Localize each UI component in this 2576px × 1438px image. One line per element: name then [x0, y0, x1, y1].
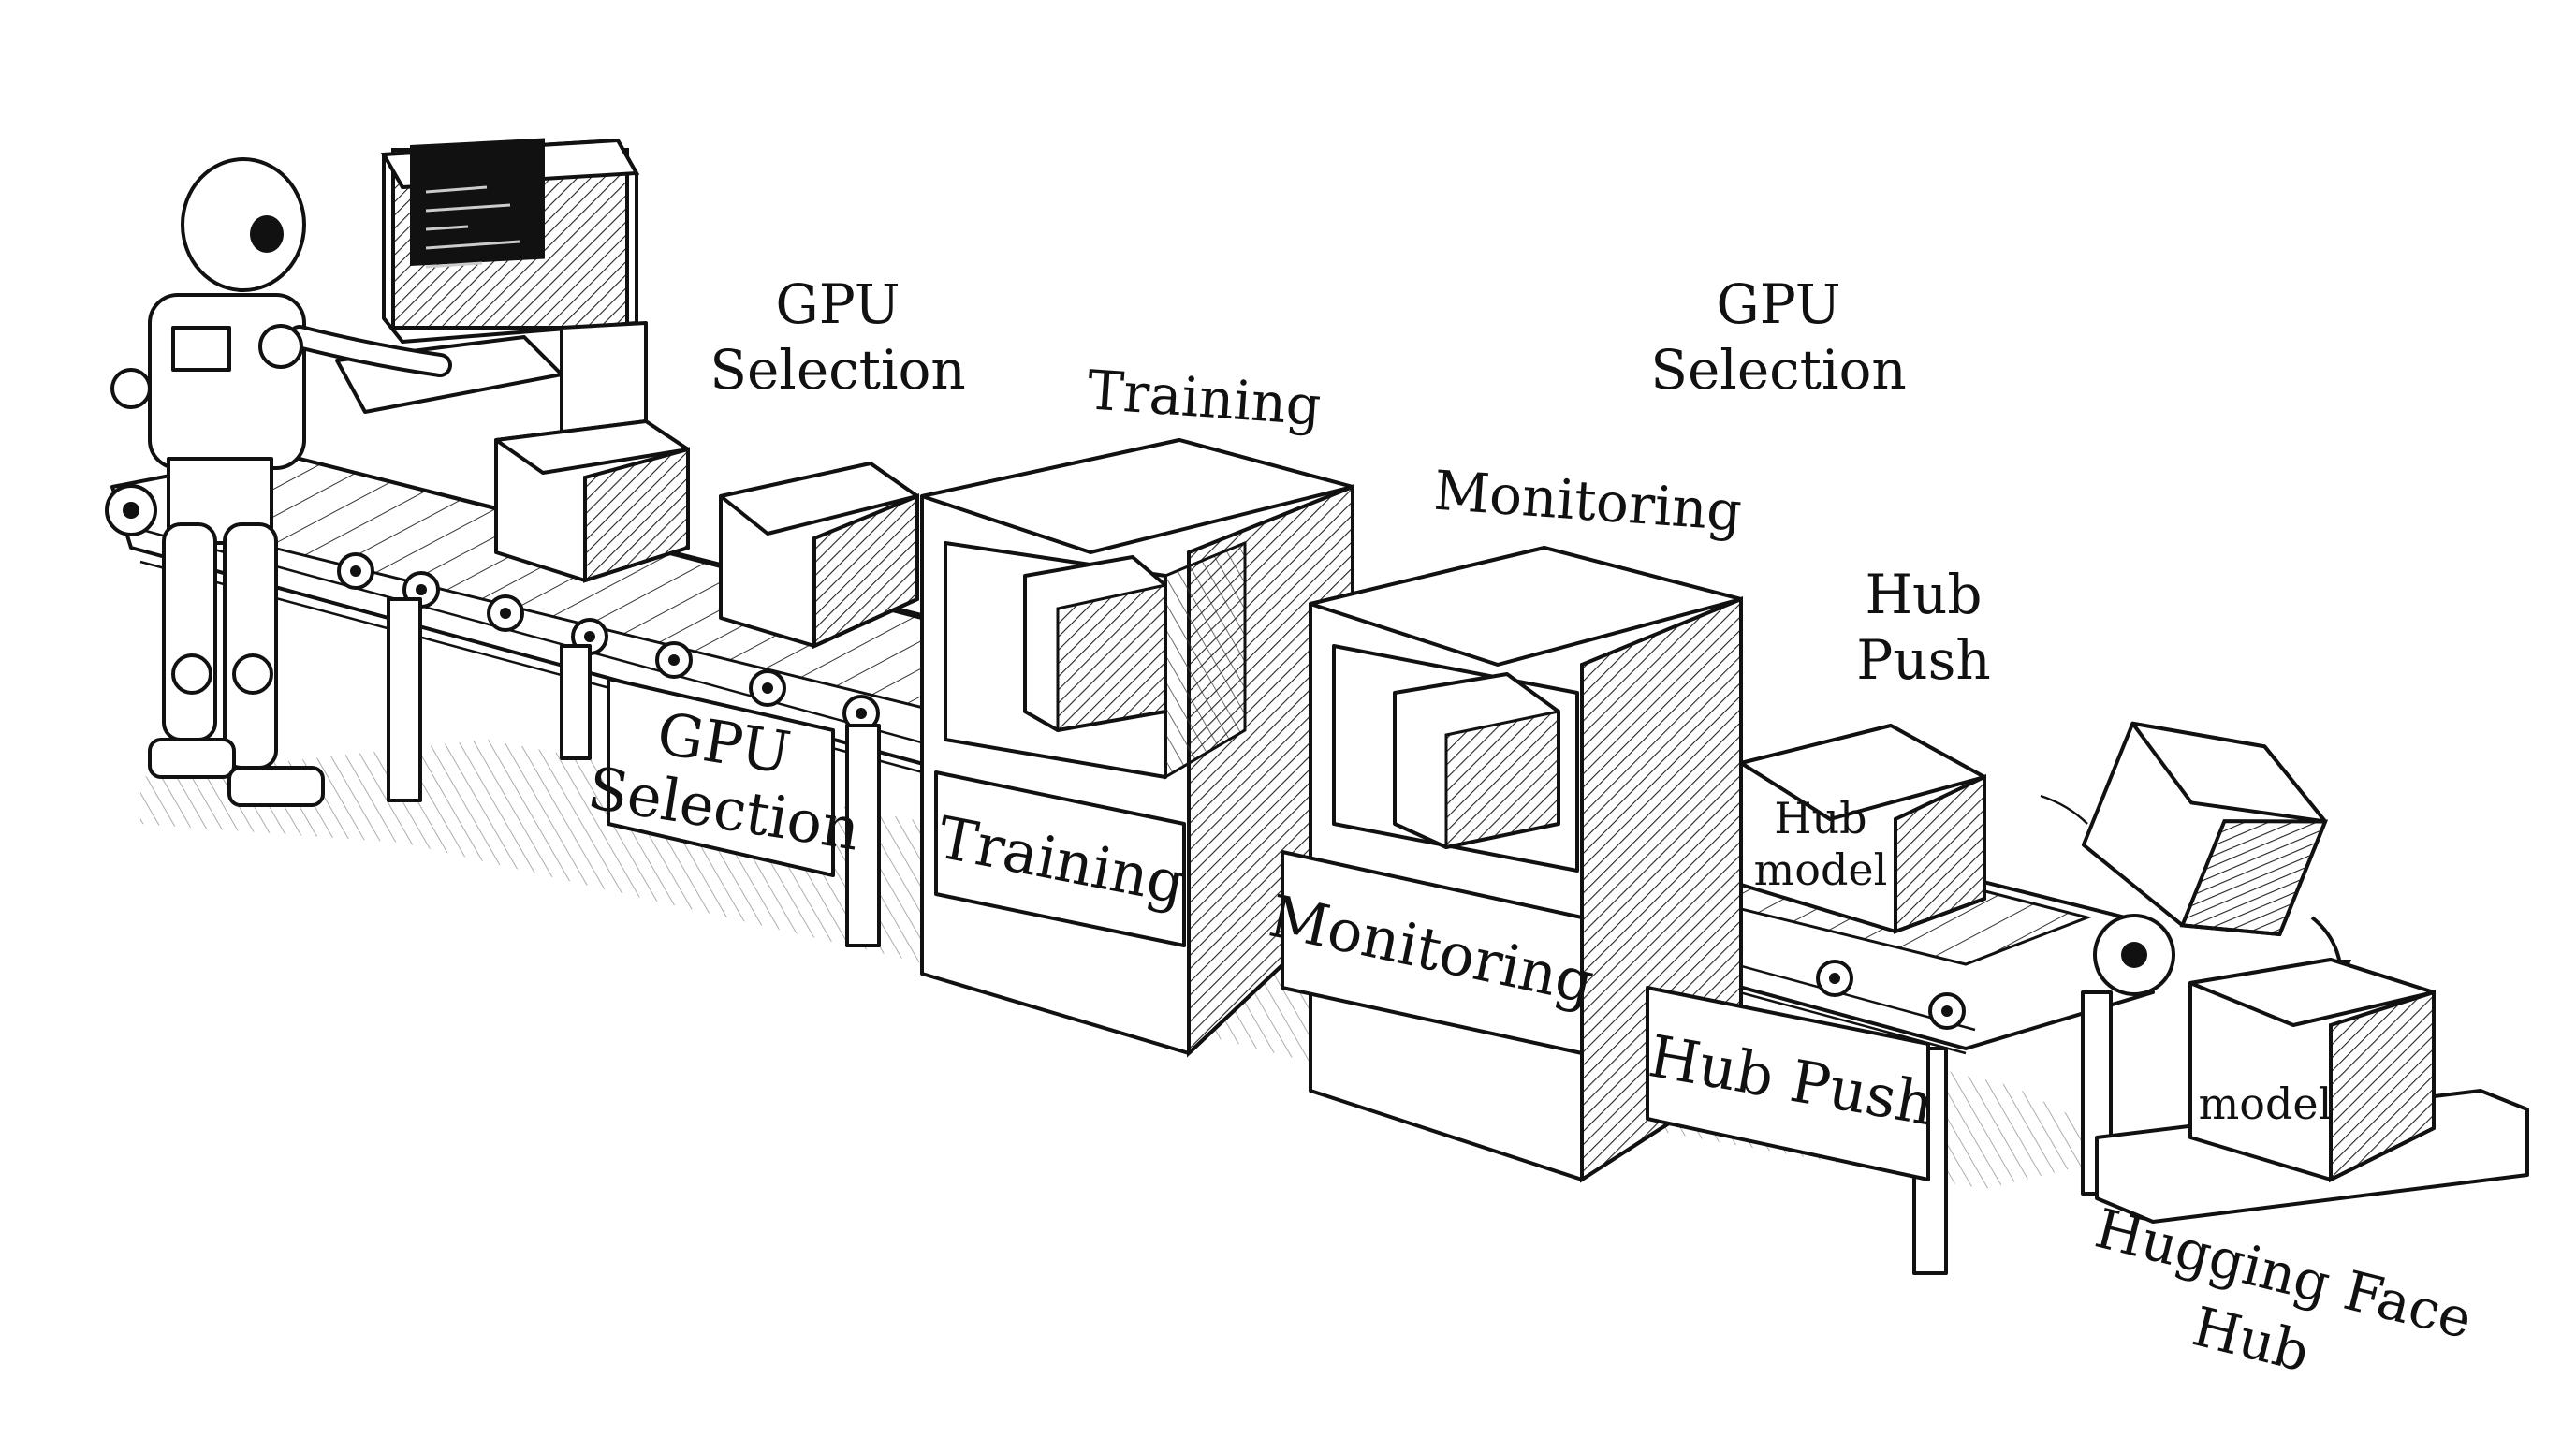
box-falling	[2081, 721, 2329, 937]
label-selection-1: Selection	[710, 338, 966, 402]
box-1	[494, 419, 690, 583]
box-label-hub: Hub	[1774, 793, 1866, 844]
sign-hub-push: Hub Push	[1644, 986, 1939, 1181]
monitoring-machine	[1309, 546, 1743, 1183]
box-2	[719, 462, 919, 650]
robot-operator	[110, 157, 452, 807]
label-gpu-1: GPU	[775, 272, 900, 336]
sign-training: Training	[932, 770, 1191, 947]
label-hub: Hub	[1865, 563, 1982, 626]
label-monitoring: Monitoring	[1432, 459, 1744, 544]
box-label-model: model	[1754, 844, 1888, 895]
box-label-model-final: model	[2199, 1078, 2333, 1129]
label-push: Push	[1856, 628, 1991, 692]
box-model: model	[2188, 958, 2436, 1183]
sign-gpu-selection: GPU Selection	[583, 677, 864, 877]
computer-terminal	[335, 138, 648, 451]
label-selection-2: Selection	[1650, 338, 1907, 402]
label-training: Training	[1085, 358, 1323, 437]
label-gpu-2: GPU	[1716, 272, 1840, 336]
belt-legs	[387, 597, 2113, 1275]
box-hub-model: Hub model	[1739, 724, 1986, 934]
